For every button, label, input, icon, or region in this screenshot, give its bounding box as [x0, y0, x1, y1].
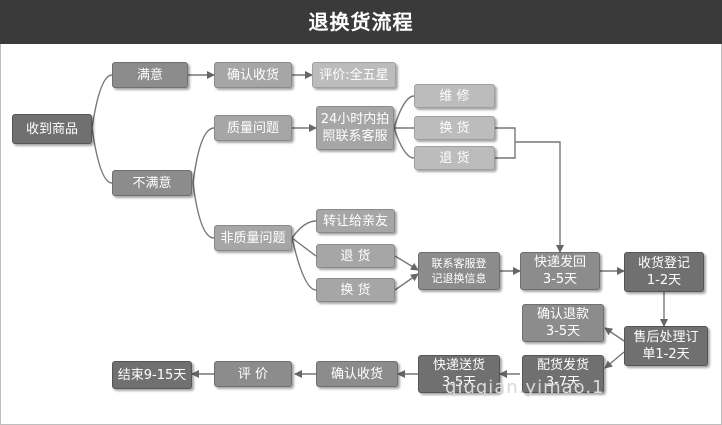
node-return-mid: 退 货 [316, 244, 395, 268]
node-transfer-to-friend: 转让给亲友 [316, 209, 395, 233]
node-unsatisfied: 不满意 [112, 170, 192, 196]
node-receive-goods: 收到商品 [12, 114, 92, 144]
node-rate-five-star: 评价:全五星 [312, 62, 396, 88]
connector-quality-to-express [495, 127, 516, 159]
node-confirm-receipt-bottom: 确认收货 [316, 361, 398, 387]
node-aftersale-process: 售后处理订 单1-2天 [624, 326, 708, 366]
node-end: 结束9-15天 [112, 361, 192, 389]
connector-receive-unsatisfied [91, 127, 113, 184]
node-ship-goods: 配货发货 3-7天 [522, 355, 604, 393]
connector-nonquality-transfer [291, 220, 317, 239]
node-refund-confirm: 确认退款 3-5天 [522, 304, 604, 342]
watermark: qiuqian.yimao.1 [445, 377, 605, 398]
connector-contact-return [393, 127, 415, 159]
node-contact-cs-24h: 24小时内拍 照联系客服 [316, 106, 394, 150]
node-return-top: 退 货 [414, 146, 495, 170]
node-exchange-mid: 换 货 [316, 278, 395, 302]
node-satisfied: 满意 [112, 62, 188, 88]
title-bar [0, 0, 722, 44]
node-repair: 维 修 [414, 84, 495, 108]
node-quality-issue: 质量问题 [214, 115, 292, 141]
connector-contact-repair [393, 95, 415, 129]
node-express-deliver: 快递送货 3-5天 [418, 355, 500, 393]
node-express-return: 快递发回 3-5天 [520, 252, 600, 290]
node-receipt-register: 收货登记 1-2天 [624, 252, 704, 292]
connector-aftersale-ship [604, 351, 625, 369]
connector-unsatisfied-nonquality [192, 182, 215, 239]
connector-return-contact [394, 255, 419, 271]
connector-nonquality-exchange [291, 237, 317, 291]
page-title: 退换货流程 [308, 10, 414, 34]
node-exchange-top: 换 货 [414, 116, 495, 140]
connector-unsatisfied-quality [192, 127, 215, 184]
connector-nonquality-return [291, 237, 317, 257]
node-confirm-receipt-top: 确认收货 [214, 62, 292, 88]
connector-receive-satisfied [91, 74, 113, 129]
node-contact-cs-register: 联系客服登 记退换信息 [418, 252, 500, 290]
connector-aftersale-refund [604, 327, 625, 342]
node-non-quality-issue: 非质量问题 [214, 225, 292, 251]
node-rate: 评 价 [214, 361, 292, 387]
